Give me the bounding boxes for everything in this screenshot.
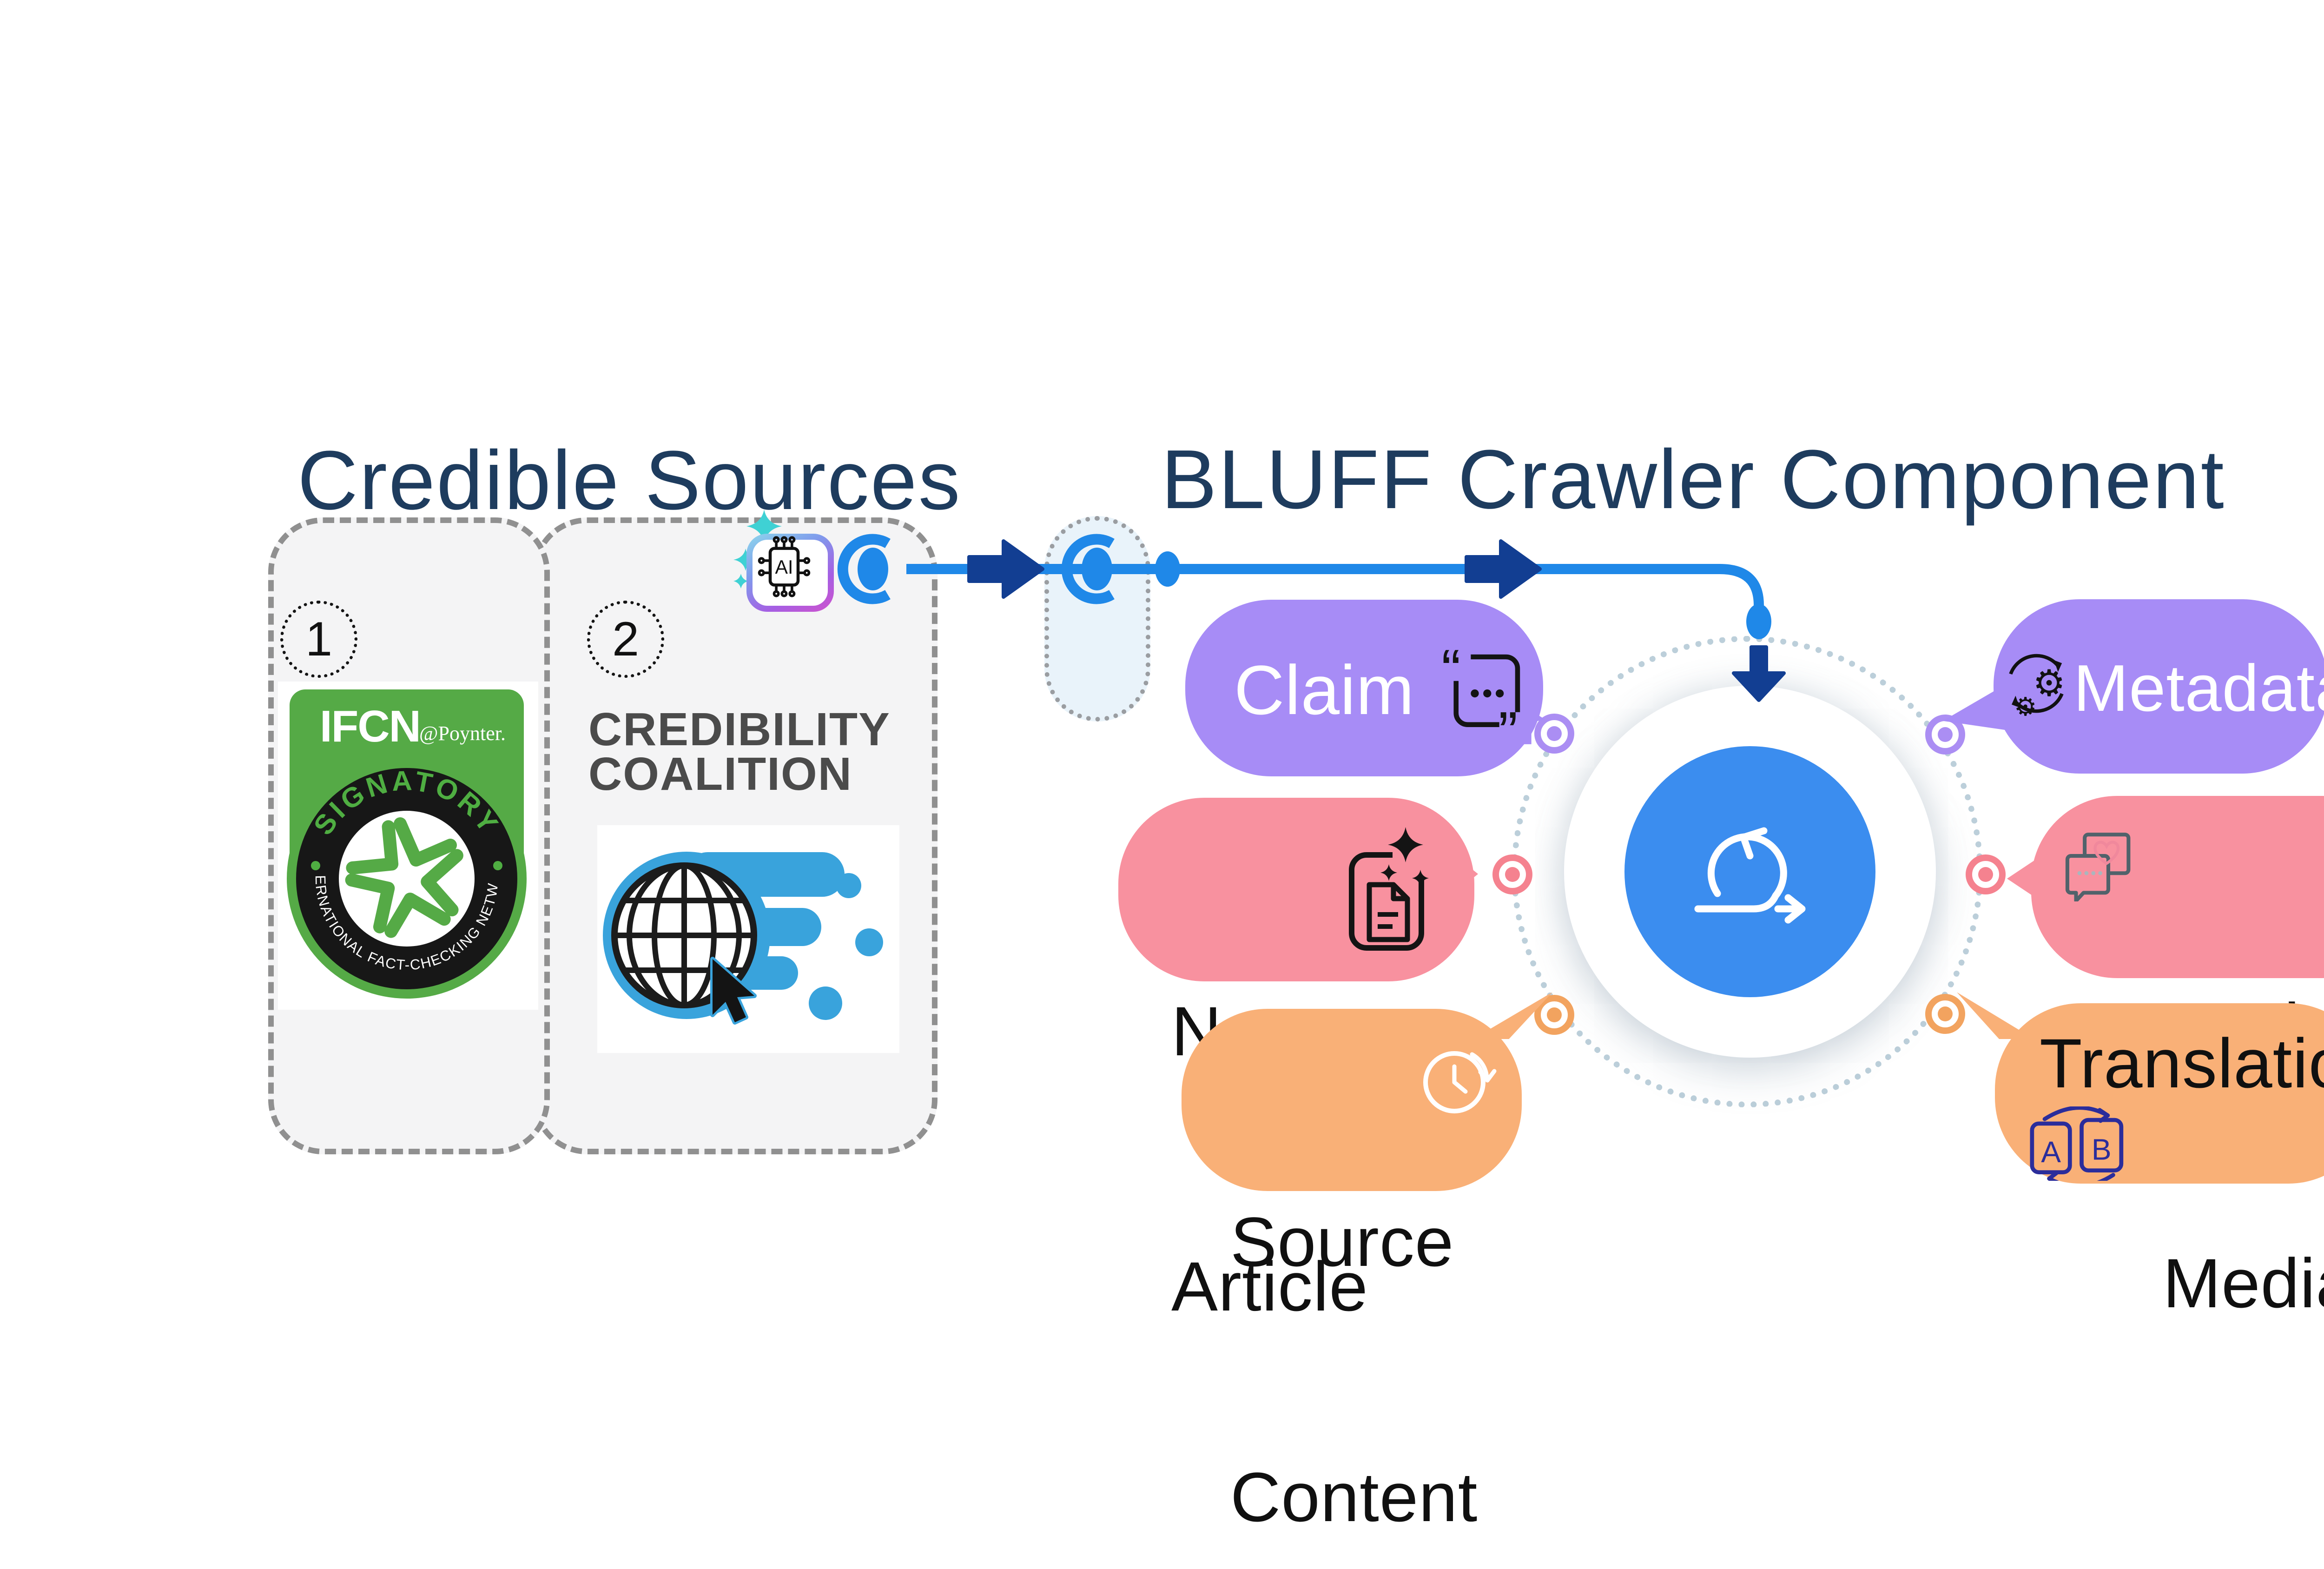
metadata-gears-icon: ⚙ ⚙ — [2009, 654, 2066, 721]
metadata-label: Metadata — [2073, 651, 2324, 725]
ai-chip-drawing: AI — [758, 536, 811, 597]
globe — [611, 862, 757, 1025]
sparkles-icon — [733, 510, 782, 589]
flow-dot-node-2 — [1746, 604, 1771, 639]
arrow-down-icon — [1732, 645, 1786, 702]
marker-translation — [1925, 994, 1965, 1034]
cursor-icon-fill — [713, 959, 754, 1022]
step-2-badge: 2 — [587, 601, 664, 678]
flow-ring-node-2 — [1061, 534, 1115, 604]
translation-bubble: Translation A B — [1995, 1003, 2324, 1184]
quote-chat-icon: “ ” — [1439, 638, 1532, 749]
quote-open-glyph: “ — [1441, 638, 1461, 702]
marker-news-article — [1492, 854, 1532, 894]
ifcn-brand-text: IFCN — [320, 702, 421, 751]
gear-glyph-large: ⚙ — [2033, 662, 2065, 703]
seal-dot-right — [493, 861, 502, 870]
sprint-loop-icon — [1694, 827, 1806, 924]
social-media-bubble: Social Media — [2031, 796, 2324, 1322]
ifcn-publisher-text: @Poynter. — [419, 722, 506, 745]
social-chat-icon — [2065, 833, 2131, 901]
metadata-bubble: ⚙ ⚙ Metadata — [1994, 599, 2324, 774]
news-article-bubble: News Article — [1118, 798, 1474, 1325]
arrow-right-icon-1 — [967, 539, 1044, 599]
translate-ab-icon: A B — [2030, 1106, 2124, 1181]
source-content-label: Source Content — [1230, 1203, 1478, 1536]
clock-history-icon — [1423, 1051, 1497, 1113]
seal-dot-left — [311, 861, 320, 870]
step-1-badge: 1 — [280, 601, 357, 678]
step-1-number: 1 — [305, 612, 332, 666]
translation-label: Translation — [2040, 1024, 2324, 1102]
credible-sources-title: Credible Sources — [297, 434, 962, 527]
flow-ring-node-1 — [837, 534, 891, 604]
source-content-bubble: Source Content — [1182, 1009, 1522, 1536]
claim-bubble: Claim “ ” — [1185, 600, 1543, 776]
ai-chip-icon: AI — [746, 534, 834, 612]
marker-claim — [1534, 714, 1574, 754]
claim-label: Claim — [1234, 651, 1415, 729]
crawler-core-circle — [1624, 746, 1875, 997]
marker-social-media — [1966, 854, 2006, 894]
ifcn-star-icon — [345, 817, 463, 938]
article-sparkle-icon — [1349, 827, 1434, 951]
coalition-line2: COALITION — [588, 748, 852, 800]
gear-glyph-small: ⚙ — [2014, 692, 2037, 721]
quote-close-glyph: ” — [1499, 700, 1518, 749]
arrow-right-icon-2 — [1465, 539, 1542, 599]
flow-line — [906, 564, 1764, 606]
ai-chip-label: AI — [775, 556, 793, 578]
flow-arrows — [967, 539, 1786, 702]
bluff-crawler-title: BLUFF Crawler Component — [1161, 433, 2225, 526]
flow-dot-node-1 — [1155, 551, 1180, 587]
globe-cursor-icon — [603, 852, 883, 1025]
translate-letter-a: A — [2041, 1135, 2061, 1169]
coalition-line1: CREDIBILITY — [588, 703, 891, 755]
step-2-number: 2 — [612, 612, 639, 666]
translate-letter-b: B — [2092, 1132, 2112, 1166]
ifcn-signatory-seal: SIGNATORY INTERNATIONAL FACT-CHECKING NE… — [287, 759, 527, 999]
